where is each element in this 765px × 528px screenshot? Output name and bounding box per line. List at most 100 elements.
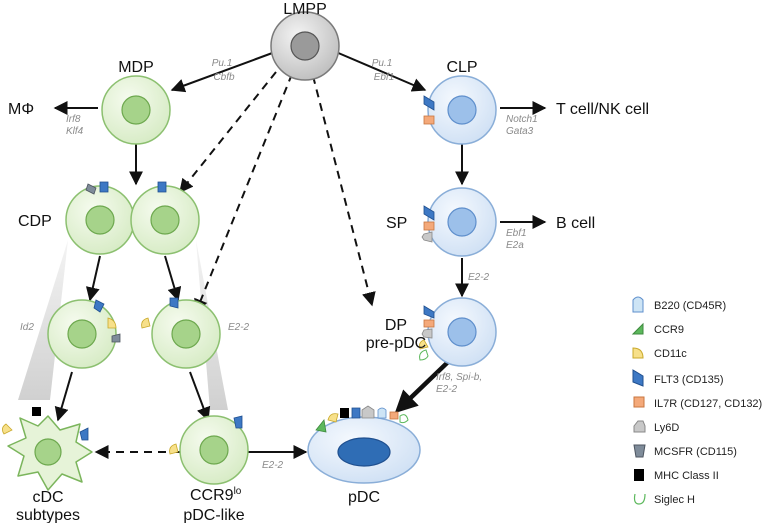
il7r-receptor	[423, 221, 435, 231]
legend-label-mcsfr: MCSFR (CD115)	[654, 446, 737, 458]
arrow-dp-pdc	[394, 360, 450, 414]
ccr9-receptor	[315, 419, 327, 433]
flt3-icon	[632, 369, 644, 387]
pdc-cell	[307, 405, 421, 484]
ly6d-receptor	[361, 405, 375, 419]
siglech-icon	[633, 493, 646, 505]
mcsfr-receptor	[85, 183, 97, 195]
legend-item-mhc: MHC Class II	[634, 469, 719, 482]
lmpp-label: LMPP	[283, 1, 327, 18]
cdp-cell-right	[130, 181, 200, 255]
legend-label-cd11c: CD11c	[654, 348, 687, 360]
flt3-receptor	[93, 299, 105, 313]
gene-pu1-clp: Pu.1	[372, 58, 393, 69]
il7r-receptor	[389, 411, 399, 420]
legend-item-b220: B220 (CD45R)	[632, 296, 726, 313]
mhc-receptor	[32, 407, 41, 416]
flt3-receptor	[157, 181, 167, 193]
gene-notch1: Notch1	[506, 114, 538, 125]
arrows	[53, 51, 547, 459]
tnk-label: T cell/NK cell	[556, 101, 649, 118]
legend-item-cd11c: CD11c	[632, 347, 687, 360]
ccr9-sup: lo	[234, 486, 242, 497]
gene-pu1-mdp: Pu.1	[212, 58, 233, 69]
bcell-label: B cell	[556, 215, 595, 232]
gene-irf8-pdc-1: Irf8, Spi-b,	[436, 372, 482, 383]
ly6d-receptor	[421, 231, 433, 243]
arrow-predc-ccr9	[189, 371, 211, 422]
dp-cell	[419, 297, 497, 367]
arrow-precdc-cdc	[54, 371, 73, 422]
il7r-icon	[633, 396, 645, 408]
arrow-lmpp-dp-dashed	[312, 75, 376, 307]
legend-label-flt3: FLT3 (CD135)	[654, 374, 723, 386]
gene-e22-sp: E2-2	[468, 272, 490, 283]
ccr9lo-cell	[169, 415, 249, 485]
legend-item-ly6d: Ly6D	[633, 420, 679, 434]
pre-cdc-cell	[47, 299, 121, 369]
gene-klf4: Klf4	[66, 126, 84, 137]
flt3-receptor	[79, 427, 89, 441]
flt3-receptor	[233, 415, 243, 429]
legend-item-mcsfr: MCSFR (CD115)	[633, 444, 737, 458]
legend-label-mhc: MHC Class II	[654, 470, 719, 482]
legend-label-b220: B220 (CD45R)	[654, 300, 726, 312]
cd11c-receptor	[141, 317, 151, 329]
cd11c-receptor	[327, 413, 339, 423]
sp-label: SP	[386, 215, 407, 232]
b220-icon	[632, 296, 644, 313]
lmpp-cell	[270, 11, 340, 81]
cd11c-receptor	[419, 339, 429, 350]
pre-pdc-label: pre-pDC	[366, 335, 426, 352]
cd11c-receptor	[169, 443, 179, 455]
b220-receptor	[377, 407, 387, 419]
legend-item-ccr9: CCR9	[631, 322, 684, 336]
legend-item-siglech: Siglec H	[633, 493, 695, 506]
il7r-receptor	[423, 115, 435, 125]
siglech-receptor	[399, 414, 409, 424]
mhc-icon	[634, 469, 644, 481]
cd11c-receptor	[2, 423, 13, 435]
flt3-receptor	[169, 297, 179, 309]
gene-irf8-pdc-2: E2-2	[436, 384, 458, 395]
clp-label: CLP	[446, 59, 477, 76]
mdp-label: MDP	[118, 59, 154, 76]
arrow-lmpp-mdp	[170, 51, 276, 93]
sp-cell	[421, 187, 497, 257]
mcsfr-icon	[633, 444, 646, 458]
legend-label-ccr9: CCR9	[654, 324, 684, 336]
legend: B220 (CD45R) CCR9 CD11c FLT3 (CD135) IL7…	[631, 296, 762, 506]
ccr9lo-label: CCR9lo	[190, 486, 242, 504]
siglech-receptor	[419, 349, 429, 361]
mcsfr-receptor	[111, 333, 121, 343]
gene-e22-bottom: E2-2	[262, 460, 284, 471]
gene-e22-pre: E2-2	[228, 322, 250, 333]
gene-cbfb: Cbfb	[213, 72, 235, 83]
cd11c-receptor	[107, 317, 117, 329]
gene-e2a: E2a	[506, 240, 524, 251]
legend-label-ly6d: Ly6D	[654, 422, 679, 434]
cdc-label: cDC	[32, 489, 63, 506]
cd11c-icon	[632, 347, 644, 359]
legend-label-il7r: IL7R (CD127, CD132)	[654, 398, 762, 410]
arrow-lmpp-predc-dashed	[194, 73, 293, 314]
cdp-cell-left	[65, 181, 135, 255]
cdc-cone	[18, 240, 68, 400]
ly6d-receptor	[421, 328, 433, 339]
flt3-receptor	[423, 205, 435, 221]
legend-label-siglech: Siglec H	[654, 494, 695, 506]
clp-cell	[423, 75, 497, 145]
arrow-cdp-predc2	[164, 255, 182, 302]
pre-pdc-green-cell	[141, 297, 221, 369]
gene-id2: Id2	[20, 322, 34, 333]
pdc-like-label: pDC-like	[183, 507, 244, 523]
ly6d-icon	[633, 420, 646, 433]
flt3-receptor	[99, 181, 109, 193]
gene-ebf1-b: Ebf1	[506, 228, 527, 239]
arrow-lmpp-cdp-dashed	[179, 71, 277, 194]
cdp-label: CDP	[18, 213, 52, 230]
mphi-label: MΦ	[8, 101, 34, 118]
legend-item-flt3: FLT3 (CD135)	[632, 369, 723, 387]
